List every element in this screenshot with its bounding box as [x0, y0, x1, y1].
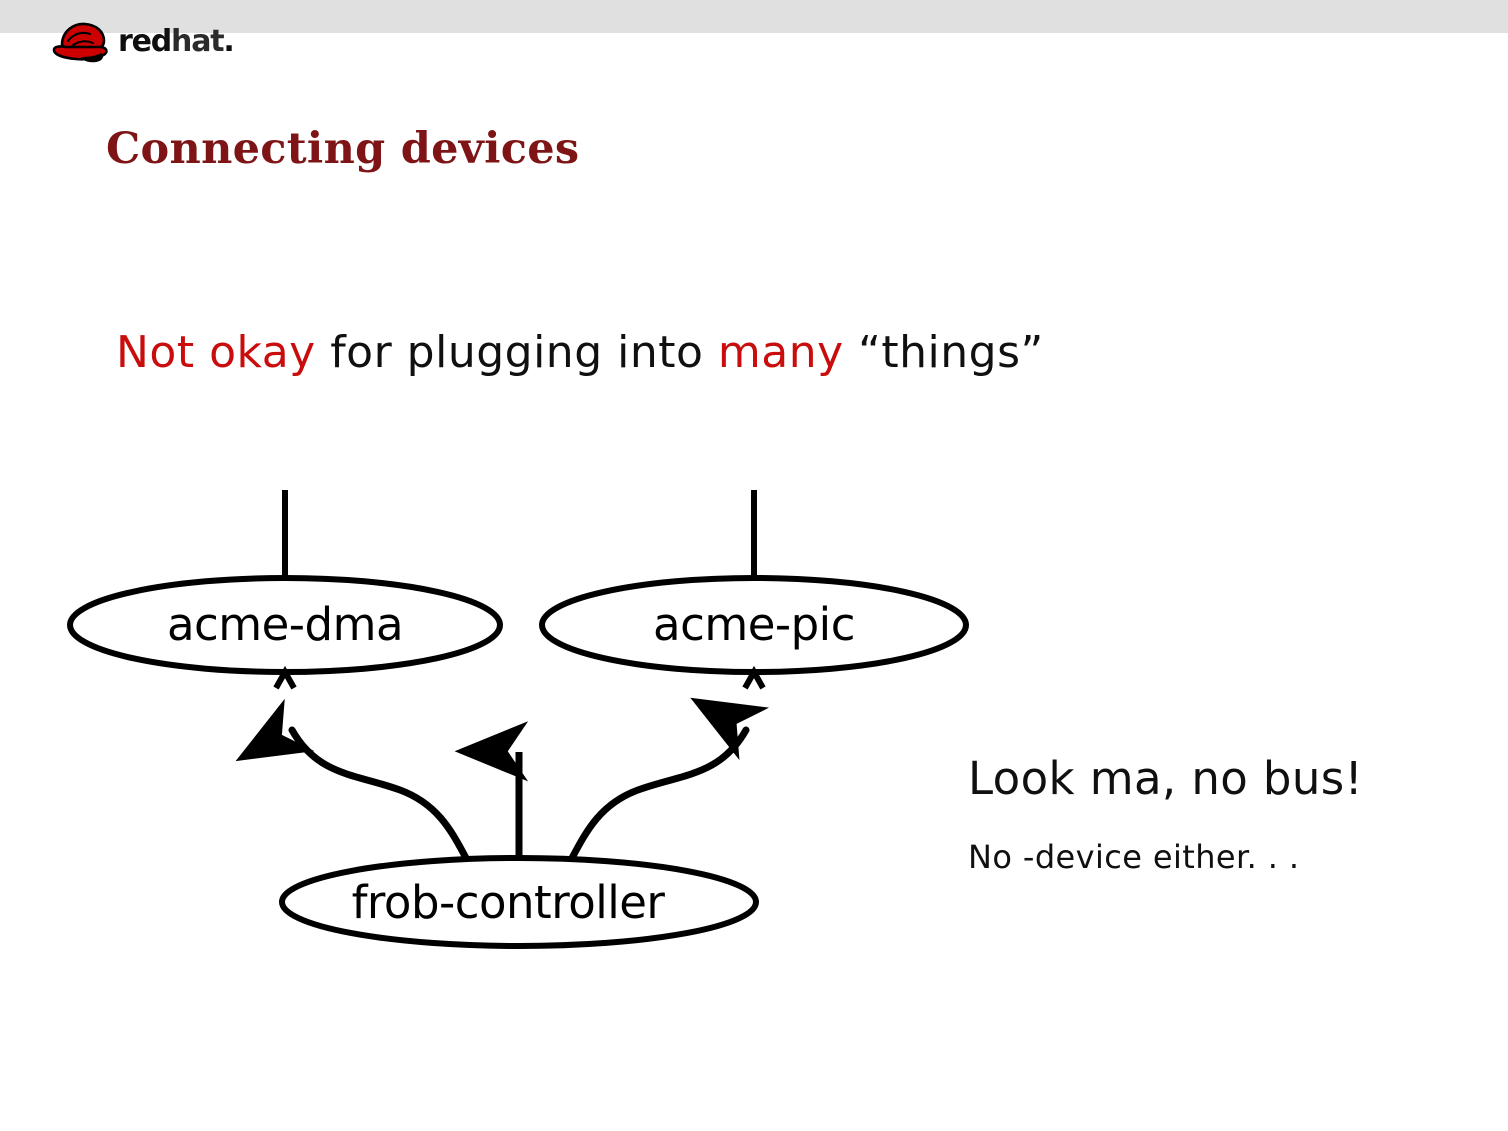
- node-acme-pic[interactable]: acme-pic: [539, 490, 969, 690]
- redhat-shadowman-icon: [52, 22, 108, 63]
- acme-dma-label: acme-dma: [167, 598, 403, 651]
- logo-word-hat: hat: [171, 24, 225, 59]
- acme-dma-arrow-barb: [273, 665, 297, 690]
- acme-pic-label: acme-pic: [653, 598, 855, 651]
- node-frob-controller[interactable]: frob-controller: [279, 855, 759, 949]
- device-tree-diagram: acme-dma acme-pic frob-controller: [0, 440, 1040, 1000]
- node-acme-dma[interactable]: acme-dma: [67, 490, 503, 690]
- redhat-wordmark: redhat.: [118, 24, 235, 59]
- statement-text-end: “things”: [843, 327, 1044, 378]
- edge-frob-to-acme-dma: [235, 698, 470, 862]
- logo-word-dot: .: [223, 24, 234, 59]
- acme-pic-arrow-barb: [742, 665, 766, 690]
- top-gray-band: [0, 0, 1508, 33]
- frob-controller-label: frob-controller: [352, 876, 666, 929]
- statement-accent-not-okay: Not okay: [116, 327, 316, 378]
- redhat-logo: redhat.: [48, 18, 235, 66]
- statement-accent-many: many: [717, 327, 844, 378]
- edge-frob-to-acme-pic: [568, 697, 770, 862]
- page-title: Connecting devices: [106, 124, 580, 174]
- logo-word-red: red: [118, 24, 172, 59]
- caption-subline: No -device either. . .: [968, 838, 1300, 876]
- caption-headline: Look ma, no bus!: [968, 752, 1364, 805]
- statement-line: Not okay for plugging into many “things”: [116, 327, 1044, 378]
- statement-text-middle: for plugging into: [315, 327, 718, 378]
